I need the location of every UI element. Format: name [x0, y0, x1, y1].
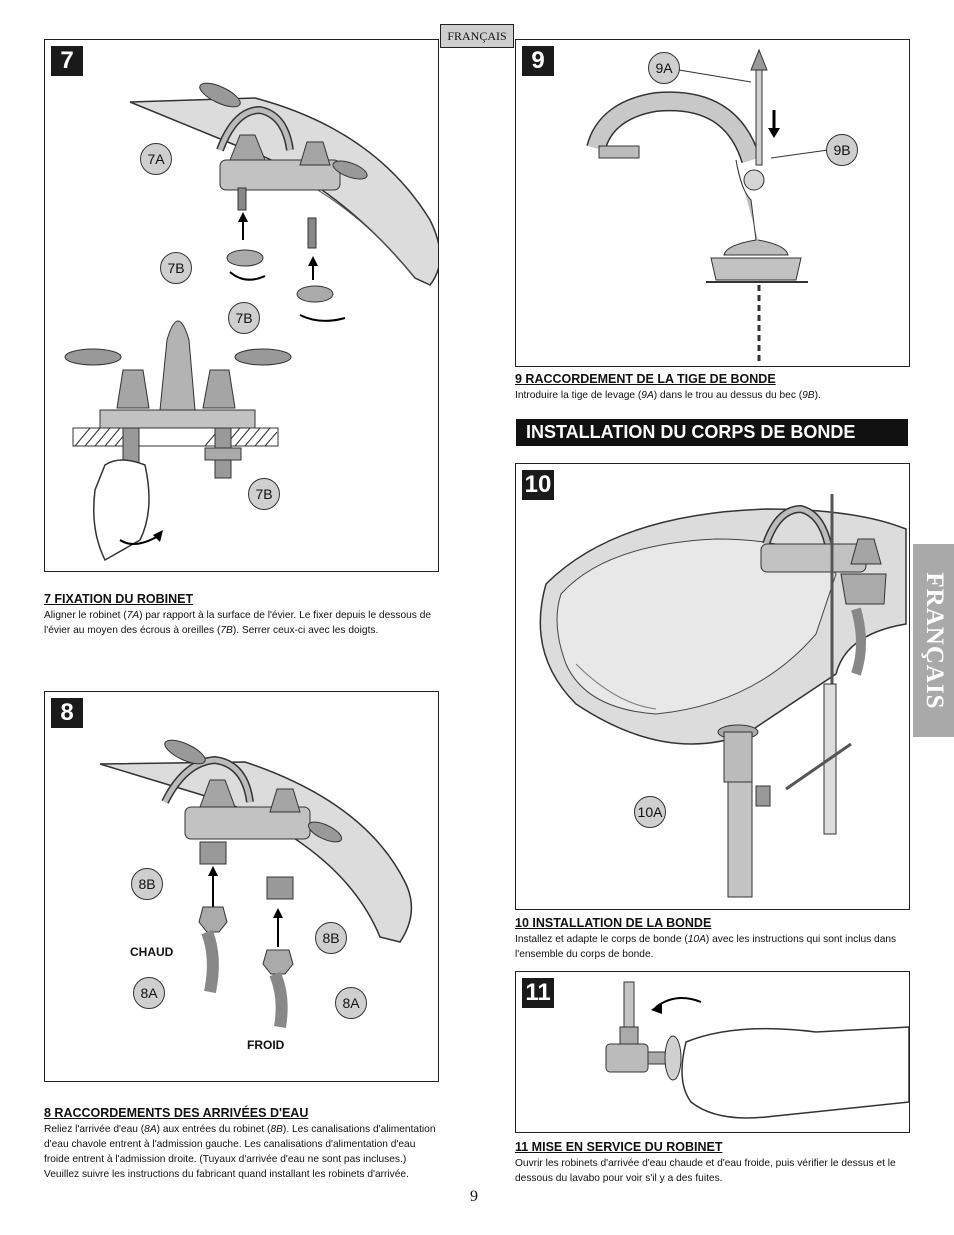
step-9-text: Introduire la tige de levage (9A) dans l… — [515, 390, 821, 401]
language-side-tab: FRANÇAIS — [913, 544, 954, 737]
callout-7a: 7A — [140, 143, 172, 175]
callout-7b-3: 7B — [248, 478, 280, 510]
callout-10a: 10A — [634, 796, 666, 828]
section-banner: INSTALLATION DU CORPS DE BONDE — [516, 419, 908, 446]
language-header-tab: FRANÇAIS — [440, 24, 514, 48]
step-9-illustration: 9 9A 9B — [515, 39, 910, 367]
faucet-mounting-drawing — [64, 82, 438, 562]
open-supply-valves-drawing — [605, 981, 909, 1119]
step-10-heading: 10 INSTALLATION DE LA BONDE — [515, 916, 712, 930]
step-8-illustration: 8 8B 8B 8A 8A CHAUD FROID — [44, 691, 439, 1082]
step-8-heading: 8 RACCORDEMENTS DES ARRIVÉES D'EAU — [44, 1106, 309, 1120]
step-11-text: Ouvrir les robinets d'arrivée d'eau chau… — [515, 1158, 896, 1184]
step-number: 10 — [522, 470, 554, 500]
step-10-illustration: 10 10A — [515, 463, 910, 910]
step-7-text: Aligner le robinet (7A) par rapport à la… — [44, 610, 432, 636]
page-number: 9 — [470, 1188, 478, 1205]
callout-7b-2: 7B — [228, 302, 260, 334]
supply-connection-drawing — [99, 739, 413, 1028]
step-8-text: Reliez l'arrivée d'eau (8A) aux entrées … — [44, 1124, 436, 1180]
callout-8b-1: 8B — [131, 868, 163, 900]
step-number: 7 — [51, 46, 83, 76]
step-7-heading: 7 FIXATION DU ROBINET — [44, 592, 194, 606]
step-number: 11 — [522, 978, 554, 1008]
step-9-heading: 9 RACCORDEMENT DE LA TIGE DE BONDE — [515, 372, 776, 386]
step-number: 8 — [51, 698, 83, 728]
callout-8b-2: 8B — [315, 922, 347, 954]
hot-label: CHAUD — [130, 945, 174, 959]
callout-9b: 9B — [826, 134, 858, 166]
callout-9a: 9A — [648, 52, 680, 84]
step-7-illustration: 7 — [44, 39, 439, 572]
side-tab-label: FRANÇAIS — [920, 571, 948, 710]
callout-8a-1: 8A — [133, 977, 165, 1009]
callout-8a-2: 8A — [335, 987, 367, 1019]
step-11-illustration: 11 — [515, 971, 910, 1133]
step-10-text: Installez et adapte le corps de bonde (1… — [515, 934, 897, 960]
lift-rod-drawing — [586, 48, 829, 365]
callout-7b-1: 7B — [160, 252, 192, 284]
step-11-heading: 11 MISE EN SERVICE DU ROBINET — [515, 1140, 723, 1154]
cold-label: FROID — [247, 1038, 285, 1052]
drain-install-drawing — [539, 494, 907, 898]
step-number: 9 — [522, 46, 554, 76]
